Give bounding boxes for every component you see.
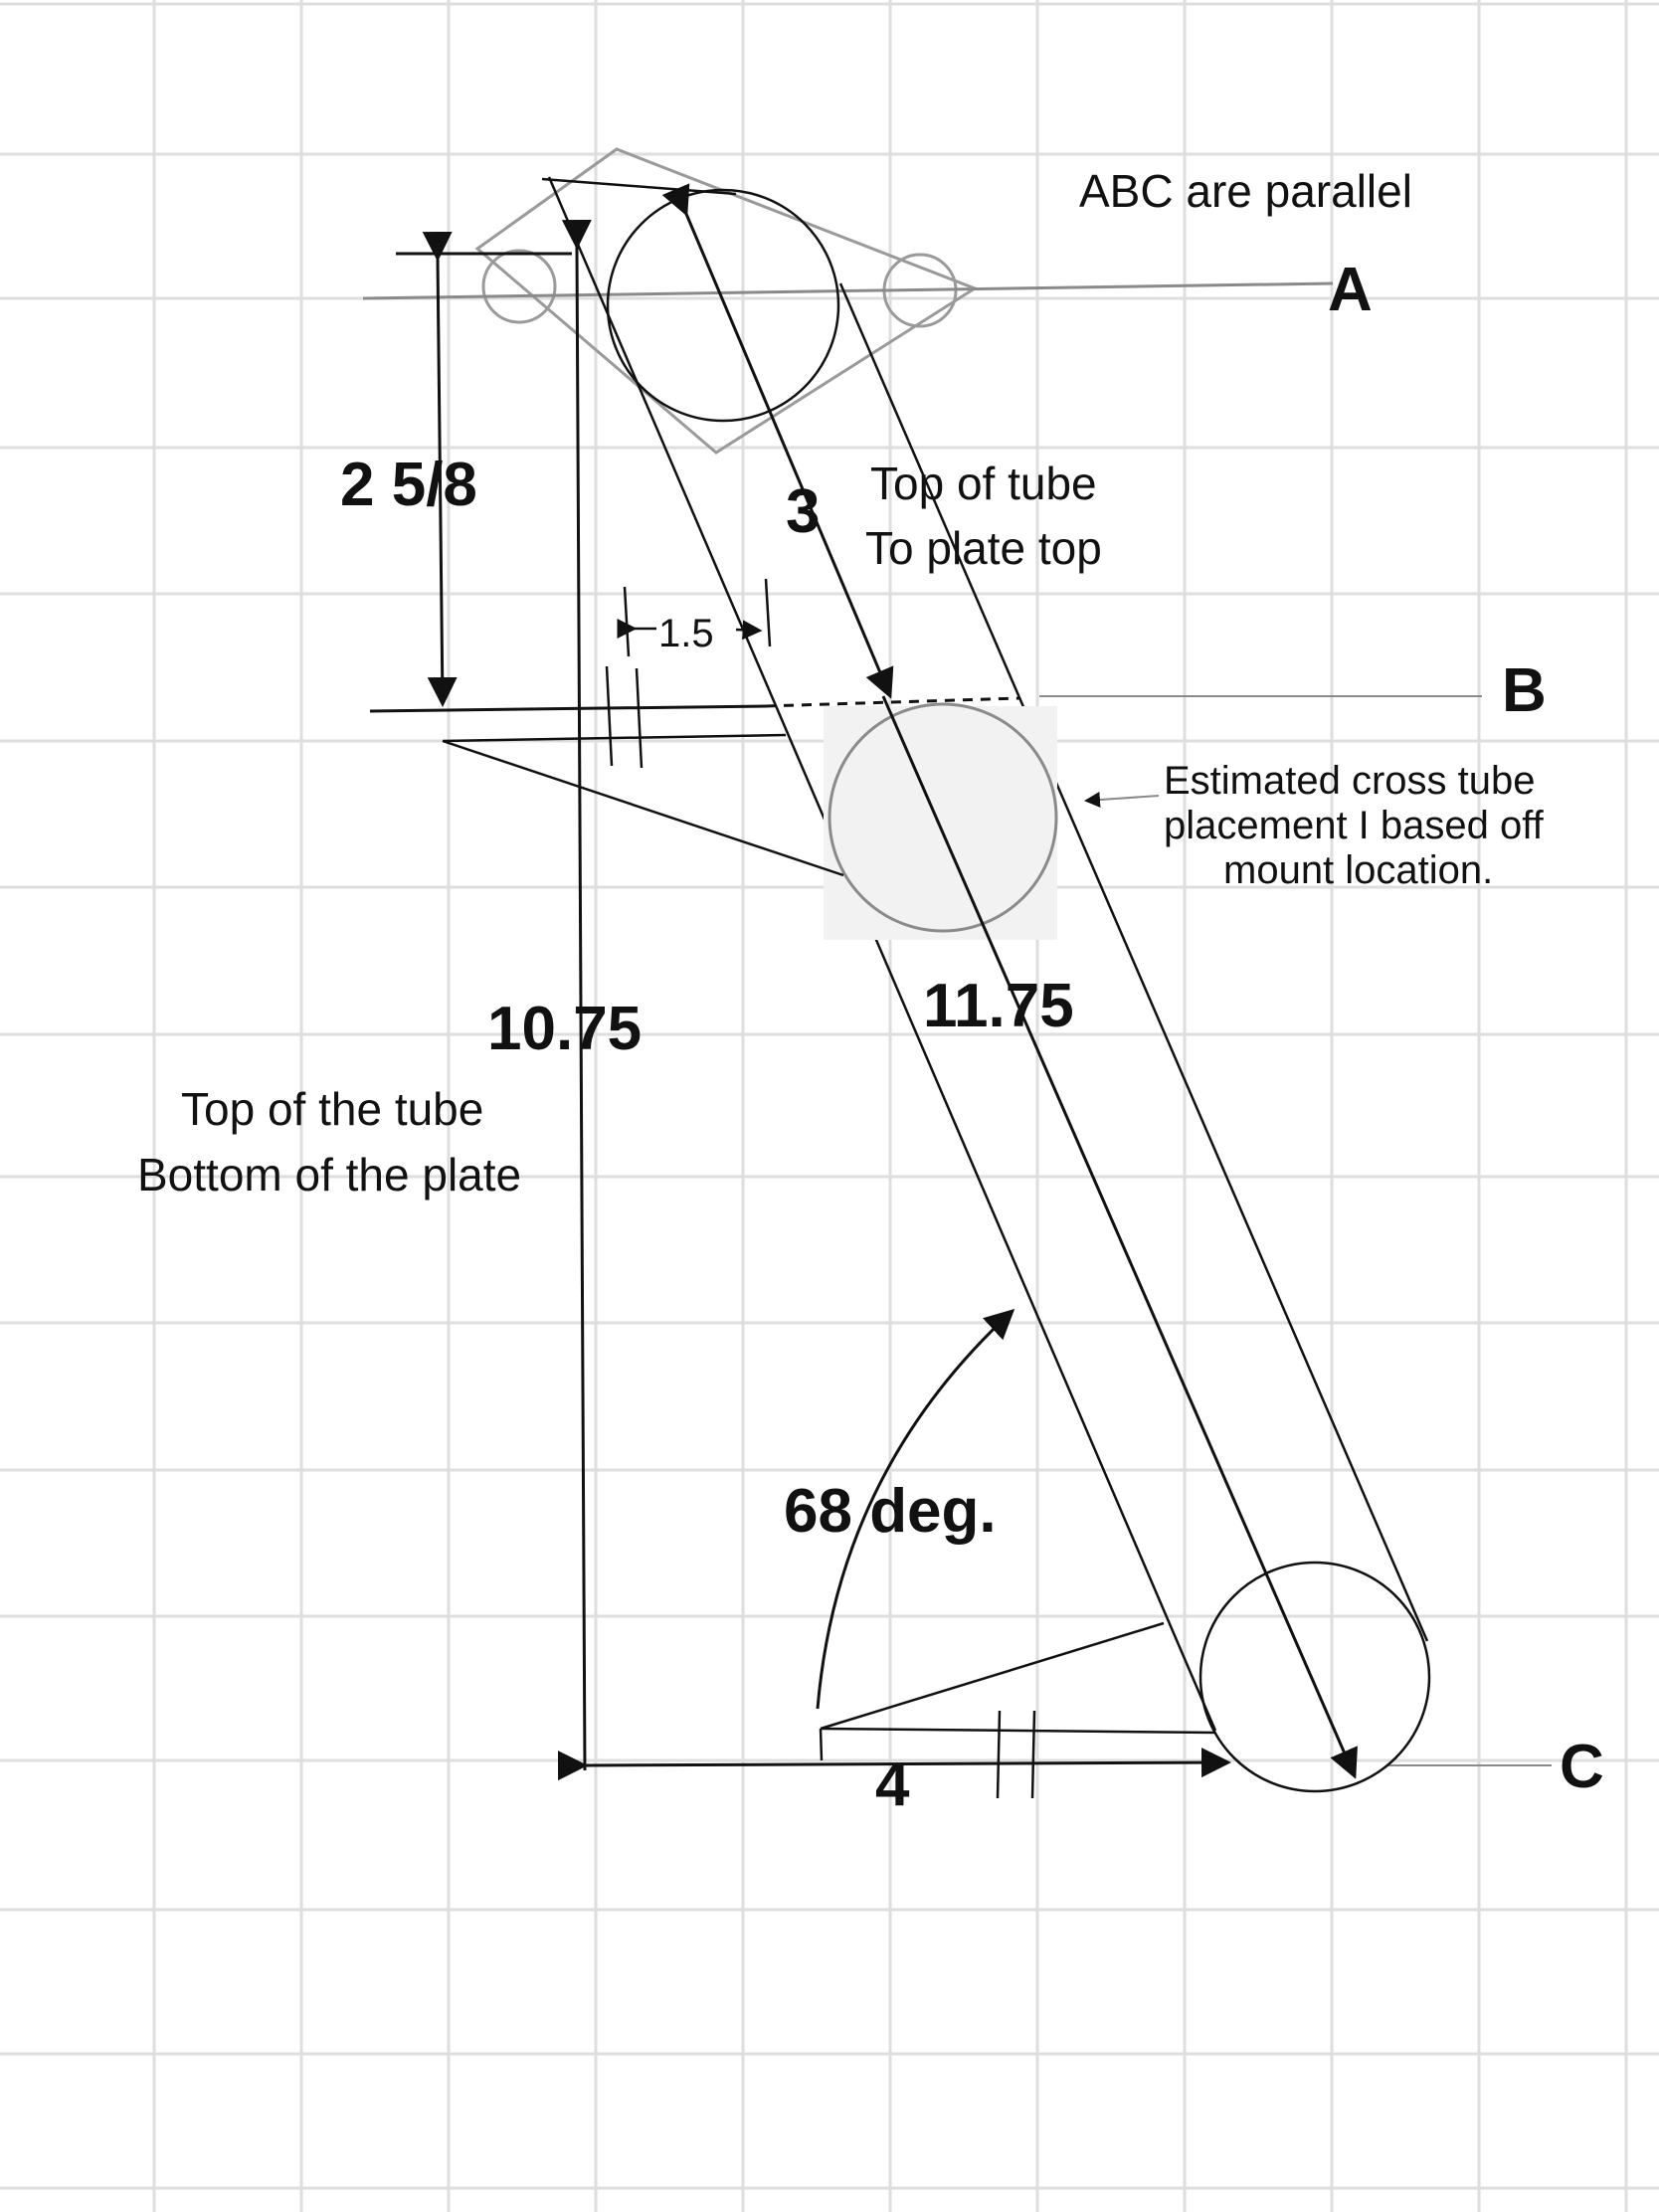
cross-tube-note-pointer — [1084, 792, 1160, 809]
tube-end-circle-bottom — [1198, 1561, 1431, 1793]
line-label-b: B — [1502, 656, 1547, 725]
diagram-title: ABC are parallel — [1079, 165, 1412, 217]
tube-top-note-line1: Top of tube — [870, 458, 1097, 509]
height-note-line2: Bottom of the plate — [137, 1149, 521, 1200]
plate-bolt-hole-left — [481, 249, 557, 324]
line-label-a: A — [1328, 256, 1373, 324]
base-width-label: 4 — [875, 1751, 910, 1819]
dimension-tube-length-arrow — [881, 695, 1358, 1779]
cross-tube-note-line3: mount location. — [1223, 848, 1493, 892]
tube-top-note-line2: To plate top — [865, 522, 1102, 574]
vertical-height-label: 10.75 — [487, 995, 642, 1063]
tube-end-circle-top — [606, 188, 840, 423]
dimension-plate-offset — [396, 231, 572, 707]
dimension-gap — [617, 578, 772, 657]
plate-offset-label: 2 5/8 — [340, 451, 477, 519]
tube-to-plate-label: 3 — [786, 477, 820, 546]
reference-line-a — [362, 281, 1334, 300]
upper-gusset — [442, 665, 844, 877]
dimension-base-width-arrow — [557, 1748, 1231, 1781]
mounting-plate — [474, 147, 979, 455]
height-note-line1: Top of the tube — [181, 1083, 483, 1135]
line-label-c: C — [1560, 1733, 1604, 1801]
cross-tube-circle — [828, 702, 1058, 933]
dimension-vertical-height — [561, 219, 592, 1771]
reference-line-b-dashed — [765, 696, 1020, 708]
gap-label: 1.5 — [658, 612, 714, 655]
reference-line-b — [369, 704, 767, 713]
tube-length-label: 11.75 — [923, 972, 1074, 1040]
dimension-tube-to-plate-arrow — [661, 183, 894, 699]
angle-arc — [816, 1308, 1015, 1710]
cross-tube-note-line2: placement I based off — [1164, 804, 1545, 847]
cross-tube-note-line1: Estimated cross tube — [1164, 759, 1536, 803]
angle-label: 68 deg. — [784, 1477, 997, 1546]
